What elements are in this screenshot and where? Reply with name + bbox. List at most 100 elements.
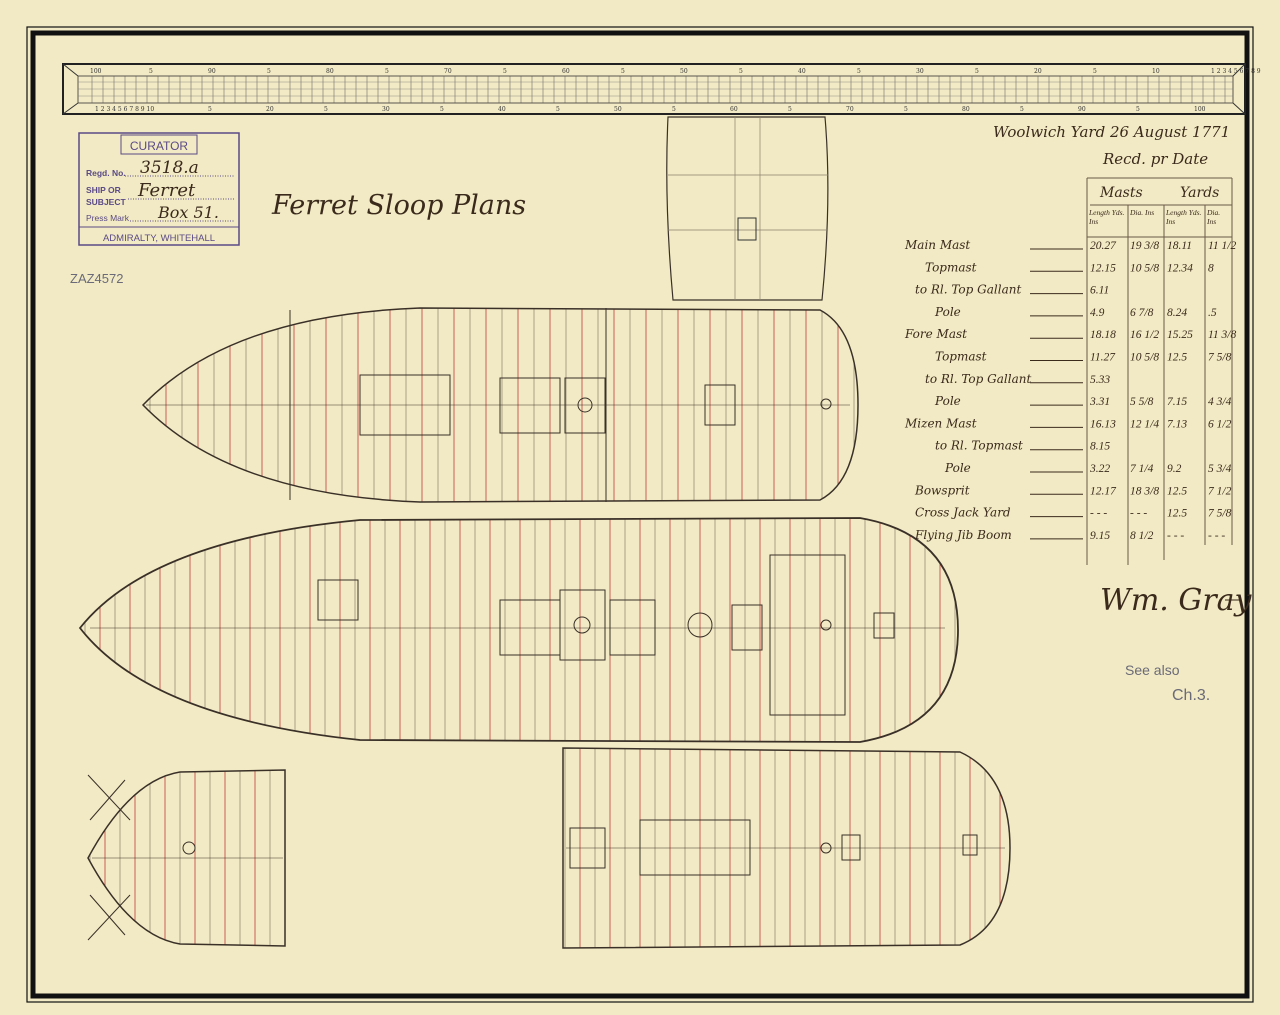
row-label: Bowsprit [914, 483, 970, 497]
ship-label-1: SHIP OR [86, 185, 121, 195]
row-value: 8 1/2 [1130, 530, 1154, 542]
scale-label-bottom: 70 [846, 106, 854, 113]
scale-label-bottom: 5 [208, 106, 212, 113]
row-value: - - - [1090, 508, 1107, 520]
row-value: .5 [1208, 307, 1217, 319]
row-value: 18 3/8 [1130, 485, 1159, 497]
row-value: 8.24 [1167, 307, 1187, 319]
table-row: to Rl. Top Gallant 5.33 [925, 372, 1110, 386]
row-label: Pole [934, 305, 961, 319]
row-value: 7.15 [1167, 396, 1187, 408]
scale-label-top: 5 [503, 68, 507, 75]
row-value: 4.9 [1090, 307, 1105, 319]
scale-label-top: 20 [1034, 68, 1042, 75]
scale-label-top: 5 [857, 68, 861, 75]
scale-label-bottom: 90 [1078, 106, 1086, 113]
scale-label-top: 50 [680, 68, 688, 75]
row-value: 10 5/8 [1130, 262, 1159, 274]
row-value: 12.15 [1090, 262, 1116, 274]
scale-label-top: 80 [326, 68, 334, 75]
small-deck-plan [666, 116, 829, 301]
deck-fittings [87, 308, 1005, 941]
received-note: Recd. pr Date [1102, 150, 1208, 168]
scale-label-top: 30 [916, 68, 924, 75]
row-value: 15.25 [1167, 329, 1193, 341]
table-row: Main Mast 20.27 19 3/8 18.11 11 1/2 [904, 238, 1236, 252]
scale-label-bottom: 5 [672, 106, 676, 113]
row-label: Pole [944, 461, 971, 475]
row-value: 12.34 [1167, 262, 1193, 274]
row-label: Main Mast [904, 238, 970, 252]
row-label: to Rl. Top Gallant [915, 283, 1021, 297]
column-header: Length Yds. Ins [1089, 208, 1125, 226]
scale-label-bottom: 5 [556, 106, 560, 113]
scale-label-bottom: 5 [1020, 106, 1024, 113]
scale-label-top: 5 [385, 68, 389, 75]
quarterdeck-plan [564, 748, 1001, 948]
scale-label-top: 5 [621, 68, 625, 75]
row-value: 11.27 [1090, 352, 1116, 364]
scale-label-bottom: 5 [440, 106, 444, 113]
row-value: 20.27 [1090, 240, 1117, 252]
row-value: 8.15 [1090, 441, 1110, 453]
scale-label-bottom: 20 [266, 106, 274, 113]
scale-label-top: 70 [444, 68, 452, 75]
row-label: Fore Mast [904, 327, 967, 341]
row-label: Pole [934, 394, 961, 408]
scale-label-top: 90 [208, 68, 216, 75]
catalogue-number: ZAZ4572 [70, 271, 123, 286]
row-value: 18.11 [1167, 240, 1192, 252]
row-value: 3.31 [1089, 396, 1110, 408]
row-value: 11 3/8 [1208, 329, 1236, 341]
curator-stamp: CURATOR Regd. No. 3518.a SHIP OR SUBJECT… [78, 132, 240, 246]
scale-label-top: 5 [267, 68, 271, 75]
row-value: 9.15 [1090, 530, 1110, 542]
row-value: 6 1/2 [1208, 418, 1232, 430]
masts-header: Masts [1099, 185, 1143, 201]
row-value: 16 1/2 [1130, 329, 1159, 341]
scale-label-bottom: 5 [904, 106, 908, 113]
row-value: 18.18 [1090, 329, 1116, 341]
row-value: 7 1/2 [1208, 485, 1232, 497]
inner-frame [30, 30, 1250, 999]
scale-label-top: 5 [975, 68, 979, 75]
scale-label-top: 60 [562, 68, 570, 75]
scale-label-top: 100 [90, 68, 102, 75]
row-value: 7 5/8 [1208, 352, 1232, 364]
scale-label-bottom: 100 [1194, 106, 1206, 113]
scale-label-top: 10 [1152, 68, 1160, 75]
column-header: Dia. Ins [1207, 208, 1221, 226]
outer-frame [26, 26, 1254, 1003]
pencil-note-chapter: Ch.3. [1172, 687, 1210, 704]
press-value: Box 51. [157, 203, 219, 222]
press-label: Press Mark [86, 213, 130, 223]
regd-value: 3518.a [140, 158, 199, 178]
row-label: to Rl. Top Gallant [925, 372, 1031, 386]
row-value: - - - [1130, 508, 1147, 520]
scale-label-bottom: 50 [614, 106, 622, 113]
row-value: 11 1/2 [1208, 240, 1236, 252]
forecastle-plan [89, 770, 285, 946]
row-label: Cross Jack Yard [915, 506, 1011, 520]
row-value: 5 5/8 [1130, 396, 1154, 408]
scale-label-bottom: 5 [1136, 106, 1140, 113]
row-value: 19 3/8 [1130, 240, 1159, 252]
row-value: 5.33 [1090, 374, 1110, 386]
row-label: Topmast [935, 350, 987, 364]
row-value: 12 1/4 [1130, 418, 1159, 430]
row-label: Topmast [925, 260, 977, 274]
row-value: 10 5/8 [1130, 352, 1159, 364]
scale-label-top: 5 [149, 68, 153, 75]
column-header: Length Yds. Ins [1166, 208, 1202, 226]
row-value: 6 7/8 [1130, 307, 1154, 319]
scale-label-top: 5 [1093, 68, 1097, 75]
plan-title: Ferret Sloop Plans [271, 190, 526, 221]
regd-label: Regd. No. [86, 168, 126, 178]
scale-label-bottom: 30 [382, 106, 390, 113]
row-value: 12.5 [1167, 485, 1187, 497]
